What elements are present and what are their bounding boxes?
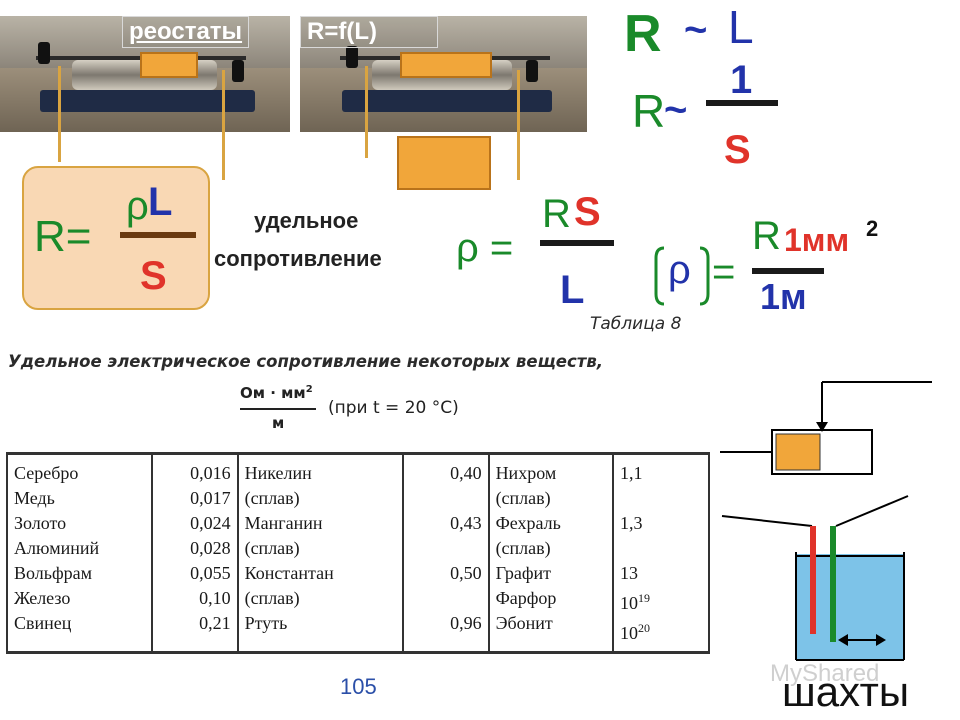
s-symbol: S xyxy=(574,190,601,234)
resistor-block xyxy=(397,136,491,190)
rho-symbol: ρ xyxy=(668,248,691,292)
lead-line xyxy=(222,70,225,180)
col2-values: 0,40 0,43 0,50 0,96 xyxy=(401,453,489,653)
unit-denominator: м xyxy=(272,414,285,432)
col2-names: Никелин (сплав) Манганин (сплав) Констан… xyxy=(236,453,403,653)
shaft-tank-diagram xyxy=(721,495,909,661)
temperature-condition: (при t = 20 °C) xyxy=(328,398,459,418)
slider-block-right xyxy=(400,52,492,78)
r-equals: R= xyxy=(34,212,92,261)
slider-block-left xyxy=(140,52,198,78)
lead-line xyxy=(365,66,368,158)
s-symbol: S xyxy=(724,128,751,172)
tilde-symbol: ~ xyxy=(664,88,688,132)
rho-bracket xyxy=(654,246,710,306)
table-title: Удельное электрическое сопротивление нек… xyxy=(8,352,604,371)
fraction-bar xyxy=(120,232,196,238)
lead-line xyxy=(517,70,520,180)
l-symbol: L xyxy=(148,180,173,224)
fraction-bar xyxy=(706,100,778,106)
resistivity-table: Серебро Медь Золото Алюминий Вольфрам Же… xyxy=(6,452,710,654)
s-symbol: S xyxy=(140,254,167,298)
rho-equals: ρ = xyxy=(456,226,514,270)
l-symbol: L xyxy=(728,1,754,53)
l-symbol: L xyxy=(560,268,585,312)
lead-line xyxy=(58,66,61,162)
fraction-bar xyxy=(752,268,824,274)
col3-values: 1,1 1,3 13 1019 1020 xyxy=(612,453,710,653)
equals-symbol: = xyxy=(712,250,736,294)
unit-fraction-bar xyxy=(240,408,316,410)
one-mm-symbol: 1мм xyxy=(784,222,850,258)
shafts-label: шахты xyxy=(782,668,910,715)
unit-fraction: Ом · мм2 xyxy=(240,384,313,402)
formula-box xyxy=(22,166,210,310)
one-m-symbol: 1м xyxy=(760,276,807,317)
watermark: MyShared xyxy=(770,660,880,687)
col1-values: 0,016 0,017 0,024 0,028 0,055 0,10 0,21 xyxy=(150,453,238,653)
rheostats-label: реостаты xyxy=(122,16,250,48)
r-symbol: R xyxy=(624,5,662,63)
specific-label-line2: сопротивление xyxy=(214,246,382,271)
r-symbol: R xyxy=(542,192,571,236)
table-caption: Таблица 8 xyxy=(590,314,682,334)
col3-names: Нихром (сплав) Фехраль (сплав) Графит Фа… xyxy=(487,453,614,653)
function-label: R=f(L) xyxy=(300,16,438,48)
page-number: 105 xyxy=(340,674,377,699)
tilde-symbol: ~ xyxy=(684,8,708,52)
one-symbol: 1 xyxy=(730,58,753,102)
col1-names: Серебро Медь Золото Алюминий Вольфрам Же… xyxy=(6,453,152,653)
r-symbol: R xyxy=(632,85,666,137)
fraction-bar xyxy=(540,240,614,246)
r-symbol: R xyxy=(752,214,781,258)
specific-label-line1: удельное xyxy=(254,208,359,233)
rho-symbol: ρ xyxy=(126,184,149,228)
exponent-two: 2 xyxy=(866,216,879,241)
rheostat-schematic xyxy=(720,381,932,475)
